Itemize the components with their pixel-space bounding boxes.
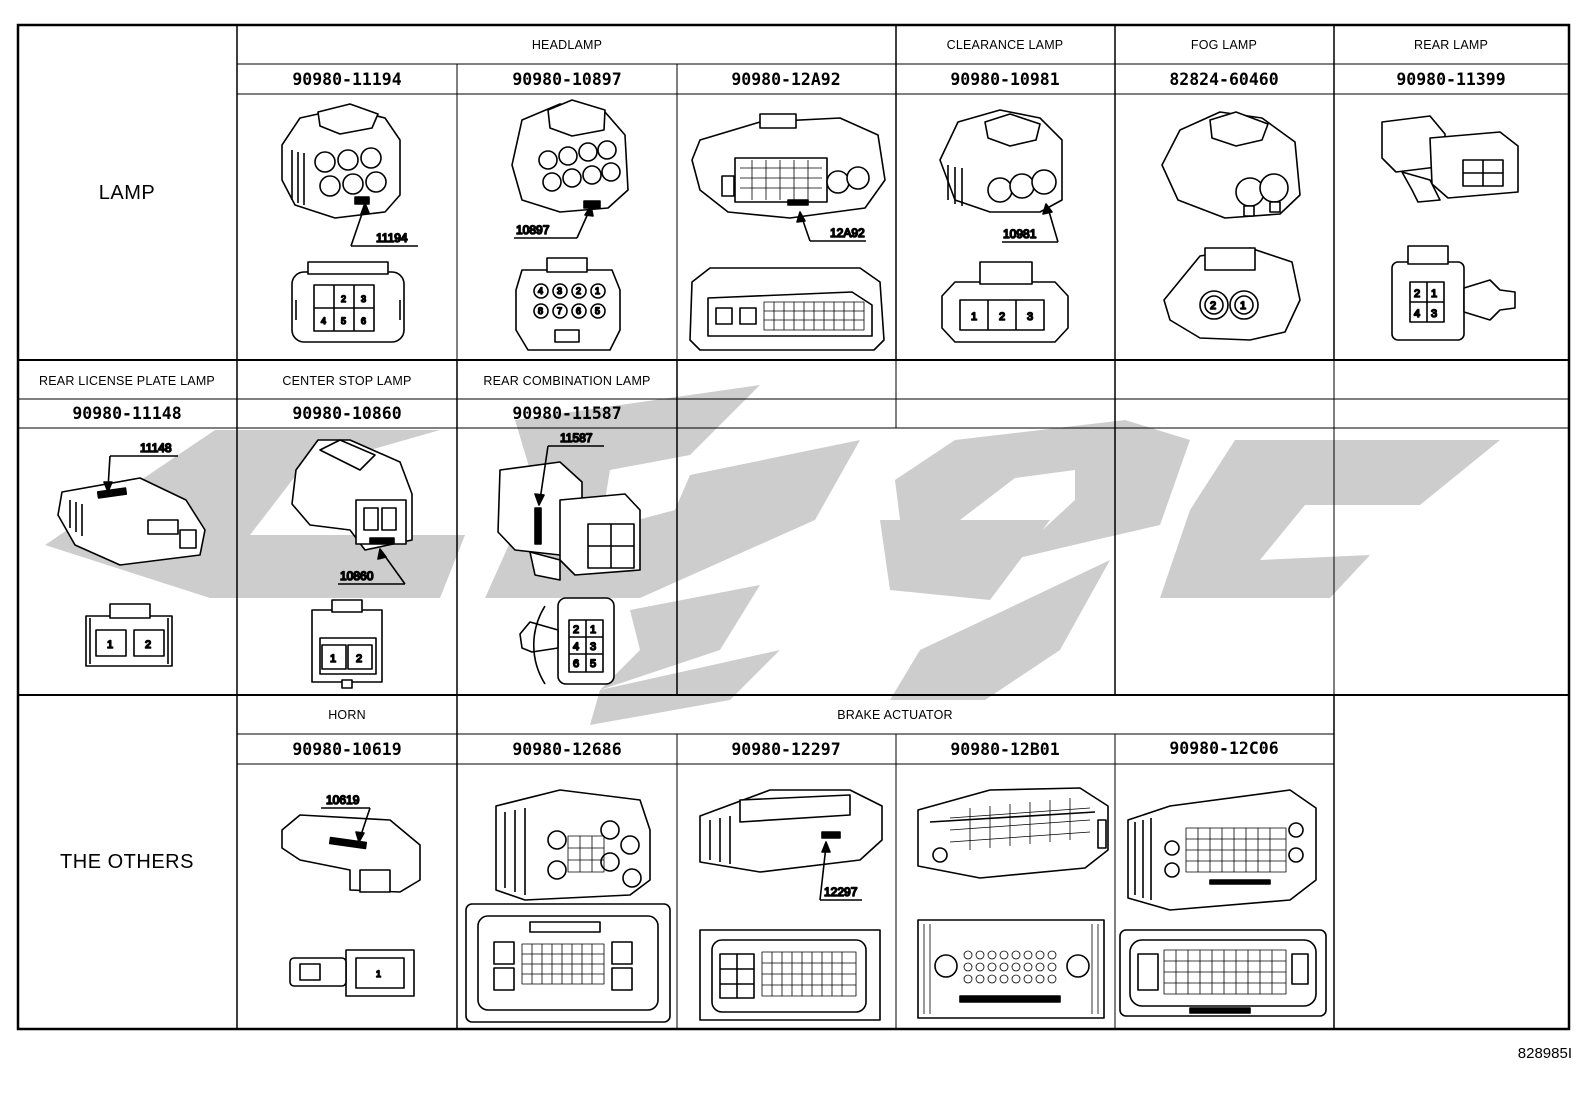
pin-label: 4 xyxy=(573,641,579,653)
pin-label: 2 xyxy=(999,311,1005,323)
connector-12297-iso xyxy=(699,789,883,901)
callout-label: 11194 xyxy=(376,231,408,245)
pin-label: 2 xyxy=(573,624,579,636)
pin-label: 4 xyxy=(1414,308,1420,320)
pin-label: 7 xyxy=(557,306,562,316)
header-center-stop-lamp: CENTER STOP LAMP xyxy=(282,374,411,388)
pin-label: 8 xyxy=(538,306,543,316)
header-horn: HORN xyxy=(328,708,366,722)
pin-label: 1 xyxy=(971,311,977,323)
part-number: 90980-11194 xyxy=(292,70,401,89)
part-number: 90980-12B01 xyxy=(950,740,1059,759)
connector-12b01-front xyxy=(917,919,1105,1019)
pin-label: 1 xyxy=(595,286,600,296)
part-number: 90980-12A92 xyxy=(731,70,840,89)
connector-11194-front xyxy=(291,261,405,343)
connector-12b01-iso xyxy=(917,787,1109,879)
header-clearance-lamp: CLEARANCE LAMP xyxy=(947,38,1064,52)
connector-11148-front xyxy=(85,603,173,667)
header-rear-lamp: REAR LAMP xyxy=(1414,38,1488,52)
callout-label: 11148 xyxy=(140,441,172,455)
pin-label: 2 xyxy=(576,286,581,296)
callout-label: 10860 xyxy=(340,569,374,583)
connector-11587-front xyxy=(519,597,615,685)
connector-60460-iso xyxy=(1161,111,1301,219)
pin-label: 1 xyxy=(1240,300,1246,312)
header-headlamp: HEADLAMP xyxy=(532,38,602,52)
pin-label: 3 xyxy=(557,286,562,296)
callout-label: 10897 xyxy=(516,223,550,237)
connector-10981-iso xyxy=(939,109,1063,243)
connector-12c06-iso xyxy=(1127,789,1317,911)
part-number: 90980-10981 xyxy=(950,70,1059,89)
header-rear-license-plate-lamp: REAR LICENSE PLATE LAMP xyxy=(39,374,215,388)
connector-12686-front xyxy=(465,903,671,1023)
callout-label: 10981 xyxy=(1003,227,1037,241)
connector-10860-iso xyxy=(291,439,413,585)
connector-12686-iso xyxy=(495,789,651,901)
connector-60460-front xyxy=(1163,247,1301,341)
pin-label: 1 xyxy=(376,969,381,979)
pin-label: 6 xyxy=(576,306,581,316)
connector-12297-front xyxy=(699,929,881,1021)
header-brake-actuator: BRAKE ACTUATOR xyxy=(837,708,953,722)
pin-label: 2 xyxy=(341,294,346,304)
pin-label: 5 xyxy=(341,316,346,326)
connector-11587-iso xyxy=(497,445,641,581)
pin-label: 3 xyxy=(361,294,366,304)
pin-label: 1 xyxy=(330,653,336,665)
connector-11399-iso xyxy=(1381,115,1519,203)
pin-label: 5 xyxy=(590,658,596,670)
header-rear-combination-lamp: REAR COMBINATION LAMP xyxy=(483,374,650,388)
pin-label: 5 xyxy=(595,306,600,316)
pin-label: 6 xyxy=(361,316,366,326)
connector-11399-front xyxy=(1391,245,1516,341)
row-label-lamp: LAMP xyxy=(99,182,155,204)
callout-label: 12297 xyxy=(824,885,858,899)
pin-label: 2 xyxy=(1210,300,1216,312)
part-number: 90980-11587 xyxy=(512,404,621,423)
connector-12a92-iso xyxy=(691,113,886,242)
pin-label: 2 xyxy=(356,653,362,665)
callout-label: 12A92 xyxy=(830,226,865,240)
connector-10619-front xyxy=(289,949,415,997)
pin-label: 4 xyxy=(538,286,543,296)
connector-10981-front xyxy=(941,261,1069,343)
part-number: 90980-11399 xyxy=(1396,70,1505,89)
pin-label: 1 xyxy=(107,639,113,651)
connector-11194-iso xyxy=(281,103,418,247)
document-number: 828985I xyxy=(1518,1045,1572,1062)
pin-label: 3 xyxy=(1027,311,1033,323)
connector-10897-front xyxy=(515,257,621,351)
pin-label: 3 xyxy=(1431,308,1437,320)
part-number: 90980-11148 xyxy=(72,404,181,423)
part-number: 90980-10897 xyxy=(512,70,621,89)
part-number: 90980-10860 xyxy=(292,404,401,423)
part-number: 90980-12C06 xyxy=(1169,739,1278,758)
part-number: 90980-10619 xyxy=(292,740,401,759)
pin-label: 2 xyxy=(145,639,151,651)
connector-10860-front xyxy=(311,599,383,689)
table-grid xyxy=(16,23,1571,1031)
pin-label: 2 xyxy=(1414,288,1420,300)
watermark-logo xyxy=(45,385,1500,725)
pin-label: 1 xyxy=(1431,288,1437,300)
pin-label: 1 xyxy=(590,624,596,636)
pin-label: 6 xyxy=(573,658,579,670)
callout-label: 11587 xyxy=(560,431,593,445)
connector-11148-iso xyxy=(57,455,206,566)
part-number: 90980-12297 xyxy=(731,740,840,759)
part-number: 90980-12686 xyxy=(512,740,621,759)
connector-12c06-front xyxy=(1119,929,1327,1017)
callout-label: 10619 xyxy=(326,793,360,807)
row-label-others: THE OTHERS xyxy=(60,851,194,873)
connector-12a92-front xyxy=(689,267,885,351)
connector-10619-iso xyxy=(281,807,421,893)
header-fog-lamp: FOG LAMP xyxy=(1191,38,1257,52)
pin-label: 4 xyxy=(321,316,326,326)
connector-10897-iso xyxy=(511,99,629,239)
pin-label: 3 xyxy=(590,641,596,653)
part-number: 82824-60460 xyxy=(1169,70,1278,89)
